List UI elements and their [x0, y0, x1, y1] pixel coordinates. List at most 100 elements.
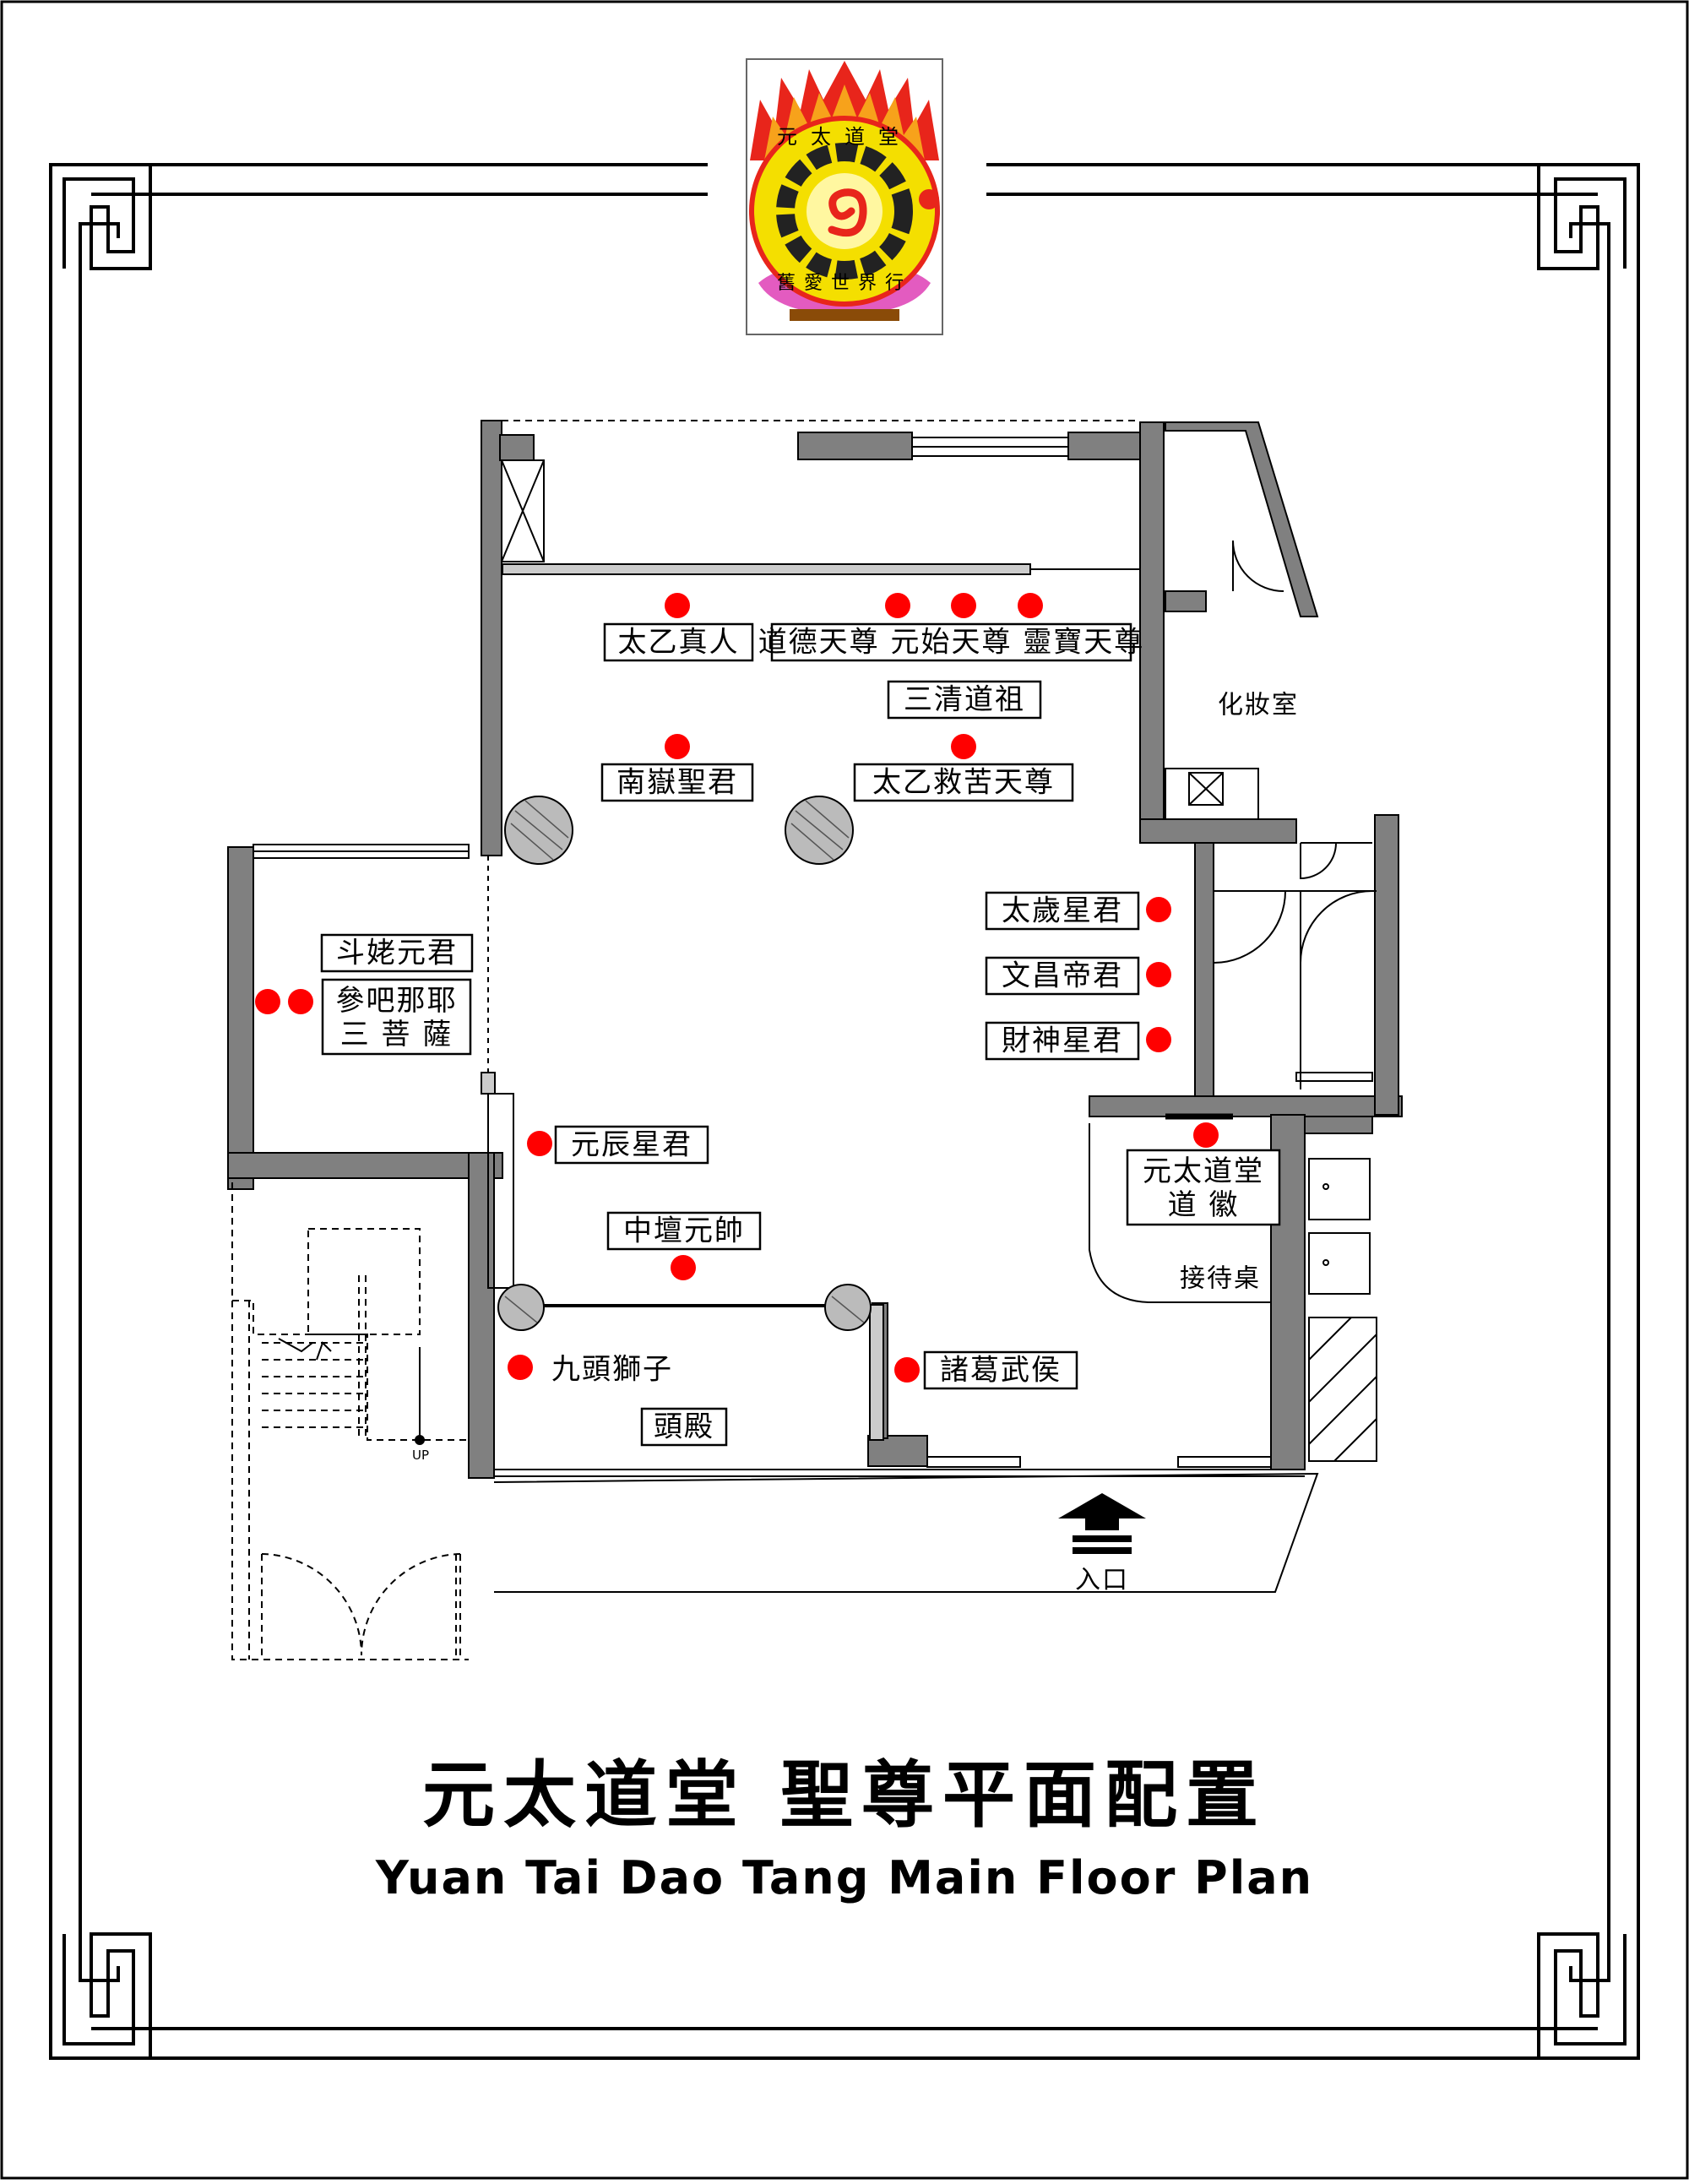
temple-logo: 元太道堂 舊愛世界行: [746, 58, 943, 335]
wall: [227, 846, 254, 1190]
deity-markers: [255, 593, 1219, 1383]
deity-marker: [1146, 897, 1171, 922]
label-box: [321, 978, 472, 1056]
label-text: 元辰星君: [571, 1128, 692, 1162]
entrance-arrow: [1058, 1493, 1146, 1554]
label-box: [985, 1021, 1140, 1061]
label-text: 太歲星君: [1002, 894, 1123, 928]
label-text: 頭殿: [654, 1410, 714, 1444]
label-box: [923, 1350, 1078, 1390]
title-english: Yuan Tai Dao Tang Main Floor Plan: [375, 1851, 1313, 1904]
label-text: 太乙救苦天尊: [872, 766, 1055, 800]
wall: [1165, 421, 1319, 617]
plan-lines: [231, 420, 1377, 1660]
deity-marker: [1018, 593, 1043, 618]
label-box: [770, 622, 1132, 662]
deity-marker: [671, 1255, 696, 1280]
label-text: 入口: [1075, 1565, 1129, 1595]
label-taiyi-zhenren: 太乙真人: [603, 622, 754, 662]
deity-marker: [894, 1357, 920, 1383]
decorative-border: [49, 163, 1640, 2060]
sun-icon: [919, 189, 939, 209]
label-makeup-room: 化妝室: [1218, 691, 1299, 720]
wall: [1194, 842, 1214, 1097]
wall: [1139, 818, 1297, 844]
up-arrow-icon: [1058, 1493, 1146, 1530]
label-entrance: 入口: [1075, 1565, 1129, 1595]
label-text: 斗姥元君: [336, 937, 458, 970]
label-box: [606, 1211, 762, 1251]
pillars: [497, 796, 872, 1331]
wall: [499, 434, 535, 461]
label-sanqing-names: 道德天尊 元始天尊 靈寶天尊: [758, 622, 1145, 662]
label-text: 元太道堂: [1143, 1154, 1264, 1188]
deity-marker: [885, 593, 910, 618]
label-tai-sui: 太歲星君: [985, 891, 1140, 931]
label-box: [320, 933, 474, 973]
label-box: [554, 1125, 709, 1165]
wall: [1304, 1116, 1373, 1134]
wall: [797, 432, 913, 460]
pillar-hatch: [504, 800, 865, 1323]
wall: [227, 1152, 503, 1179]
label-box: [887, 680, 1042, 720]
label-yuan-chen: 元辰星君: [554, 1125, 709, 1165]
wall: [481, 420, 502, 856]
deity-marker: [665, 734, 690, 759]
label-box: [853, 763, 1074, 802]
deity-marker: [288, 989, 313, 1014]
wall: [1165, 590, 1207, 612]
label-text: 道 徽: [1168, 1188, 1240, 1222]
label-text: 諸葛武侯: [940, 1354, 1062, 1388]
logo-base: [790, 309, 899, 321]
pillar: [497, 1284, 545, 1331]
wall: [1139, 421, 1165, 820]
deity-marker: [951, 593, 976, 618]
label-zhong-tan: 中壇元帥: [606, 1211, 762, 1251]
label-text: 三清道祖: [904, 683, 1025, 717]
label-boxes: 太乙真人道德天尊 元始天尊 靈寶天尊三清道祖南嶽聖君 太乙救苦天尊斗姥元君 太歲星君…: [320, 622, 1299, 1595]
label-reception: 接待桌: [1180, 1263, 1261, 1293]
label-tou-dian: 頭殿: [640, 1407, 728, 1447]
label-box: [640, 1407, 728, 1447]
label-box: [603, 622, 754, 662]
title-chinese: 元太道堂 聖尊平面配置: [422, 1752, 1267, 1838]
deity-marker: [1193, 1122, 1219, 1148]
label-taiyi-jiuku: 太乙救苦天尊: [853, 763, 1074, 802]
deity-marker: [255, 989, 280, 1014]
logo-top-text: 元太道堂: [777, 125, 912, 149]
wall: [1089, 1095, 1403, 1117]
logo-center: [806, 173, 883, 249]
label-sanqing: 三清道祖: [887, 680, 1042, 720]
label-text: 財神星君: [1002, 1024, 1123, 1058]
label-cai-shen: 財神星君: [985, 1021, 1140, 1061]
wall: [1067, 432, 1154, 460]
label-text: UP: [412, 1448, 429, 1463]
wall: [468, 1152, 495, 1479]
deity-marker: [527, 1131, 552, 1156]
label-text: 文昌帝君: [1002, 959, 1123, 993]
label-text: 道德天尊 元始天尊 靈寶天尊: [758, 626, 1145, 660]
label-nanyue: 南嶽聖君: [600, 763, 754, 802]
label-text: 九頭獅子: [551, 1353, 673, 1387]
logo-bagua: [776, 143, 913, 280]
label-wen-chang: 文昌帝君: [985, 956, 1140, 996]
label-text: 南嶽聖君: [616, 766, 738, 800]
label-box: [985, 956, 1140, 996]
deity-marker: [951, 734, 976, 759]
label-box: [1126, 1149, 1281, 1226]
label-text: 接待桌: [1180, 1263, 1261, 1293]
label-text: 參吧那耶: [336, 984, 458, 1018]
deity-marker: [1146, 1027, 1171, 1052]
label-text: 中壇元帥: [623, 1214, 745, 1248]
logo-center-mark: [828, 188, 867, 237]
label-text: 化妝室: [1218, 691, 1299, 720]
pillar: [824, 1284, 872, 1331]
label-text: 太乙真人: [618, 626, 740, 660]
label-dou-mu: 斗姥元君: [320, 933, 474, 973]
